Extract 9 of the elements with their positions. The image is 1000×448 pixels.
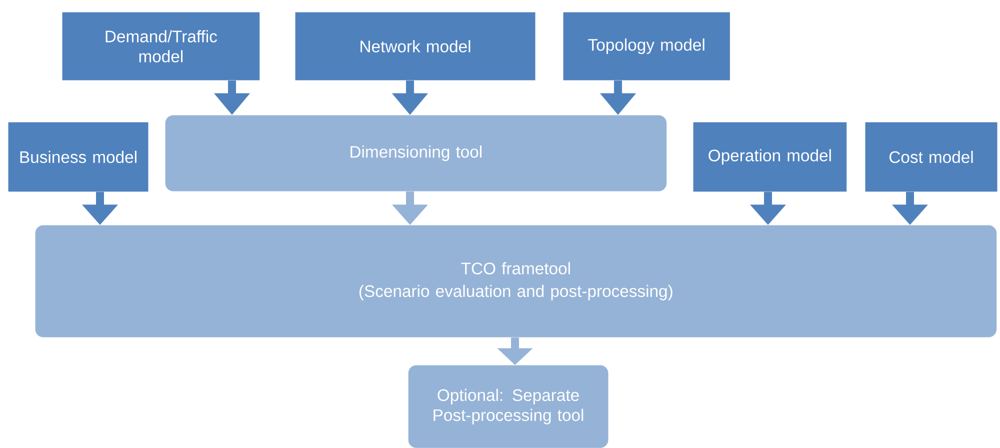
- callout-box: Network model: [295, 12, 536, 80]
- callout-box: Demand/Traffic model: [62, 12, 260, 80]
- callout-box: Cost model: [865, 122, 998, 192]
- tool-box: TCO frametool (Scenario evaluation and post-processing): [35, 225, 997, 338]
- callout-box: Topology model: [563, 12, 730, 80]
- tool-box: Dimensioning tool: [165, 115, 667, 192]
- callout-box: Operation model: [693, 122, 847, 192]
- callout-box: Business model: [8, 122, 148, 192]
- tool-box: Optional: Separate Post-processing tool: [408, 365, 608, 448]
